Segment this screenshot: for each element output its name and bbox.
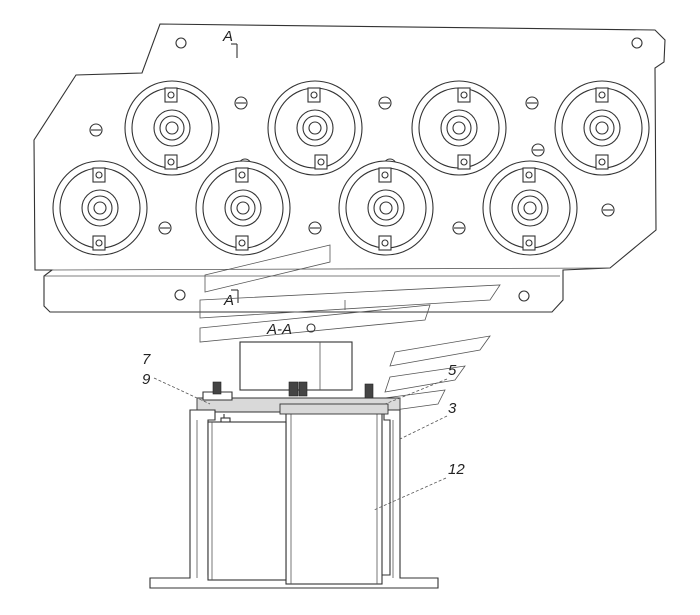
callout-9: 9 — [142, 371, 151, 388]
section-view: A-A — [149, 321, 439, 589]
capsule — [195, 160, 291, 256]
callout-3: 3 — [448, 400, 457, 417]
section-label-bottom: A — [223, 292, 234, 309]
mounting-hole — [631, 37, 643, 49]
section-line: A A — [222, 28, 239, 309]
capsule-row-lower — [52, 160, 578, 256]
callout-5: 5 — [448, 362, 457, 379]
callout-12: 12 — [448, 461, 465, 478]
mounting-hole — [518, 290, 530, 302]
capsule-body-rear — [207, 421, 287, 581]
callouts: 7 9 5 3 12 — [142, 351, 465, 511]
mounting-hole — [174, 289, 186, 301]
capsule-row-upper — [124, 80, 650, 176]
mounting-plate — [33, 23, 666, 313]
capsule — [411, 80, 507, 176]
capsule — [124, 80, 220, 176]
section-label-top: A — [222, 28, 233, 45]
callout-7: 7 — [142, 351, 151, 368]
capsule — [267, 80, 363, 176]
mounting-hole — [175, 37, 187, 49]
capsule — [554, 80, 650, 176]
capsule — [338, 160, 434, 256]
capsule — [482, 160, 578, 256]
section-view-label: A-A — [266, 321, 292, 338]
capsule — [52, 160, 148, 256]
capsule-body — [279, 403, 389, 585]
